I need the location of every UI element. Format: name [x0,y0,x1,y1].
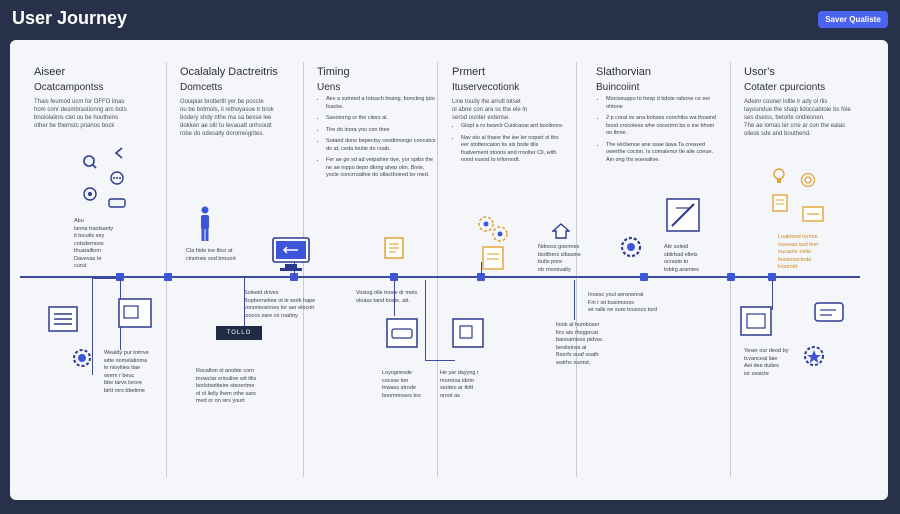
person-icon [201,206,209,241]
journey-board: Aiseer Ocatcampontss Ocalalaly Dactreitr… [10,40,888,500]
timeline-node[interactable] [164,273,172,281]
column-header: Usor's Cotater cpurcionts [744,66,826,93]
column-divider [576,62,577,477]
ticket-icon [386,318,418,348]
connector-line [244,277,245,327]
frame-icon [452,318,484,348]
document-icon [384,237,404,259]
document-icon [772,194,788,212]
connector-line [425,360,455,361]
house-icon [552,223,570,239]
timeline-node[interactable] [768,273,776,281]
star-badge-icon [804,346,824,366]
timing-bullets: Aev a sutreed a totsach hnang, boncting … [318,96,436,184]
column-header: Prmert Ituservecotionk [452,66,520,93]
connector-line [772,280,773,310]
pencil-icon [666,198,700,232]
window-icon [118,298,152,328]
connector-line [574,280,575,320]
gear-icon [620,236,642,258]
document-stack-icon [482,246,504,270]
column-header: Ocalalaly Dactreitris Domcetts [180,66,278,93]
app-title: User Journey [12,8,128,28]
chat-icon [110,171,124,185]
target-icon [800,172,816,188]
connector-line [394,280,395,316]
dashboard-icon [740,306,772,336]
column-divider [730,62,731,477]
connector-line [92,278,122,279]
rating-card-icon [802,206,824,222]
location-pin-icon [83,187,97,201]
save-qualities-button[interactable]: Saver Qualiste [818,11,888,28]
column-header: Aiseer Ocatcampontss [34,66,104,93]
connector-line [92,277,93,375]
monitor-icon [272,237,310,271]
gear-cluster-icon [478,216,508,242]
slathorvian-bullets: Mociseuppo to hesp d bdoie rabone ce eer… [598,96,718,168]
journey-timeline [20,276,860,278]
connector-line [425,280,426,360]
column-header: Timing Uens [317,66,350,93]
gear-icon [73,349,91,367]
chat-bubble-icon [814,302,844,322]
timeline-node[interactable] [727,273,735,281]
chevron-left-icon [114,147,123,159]
column-divider [166,62,167,477]
connector-line [481,262,482,276]
search-icon [83,155,97,169]
column-divider [437,62,438,477]
step-label-box[interactable]: TOLLO [216,326,262,340]
card-icon [108,198,126,208]
timeline-node[interactable] [290,273,298,281]
timeline-node[interactable] [477,273,485,281]
lightbulb-icon [773,168,785,183]
timeline-node[interactable] [116,273,124,281]
timeline-node[interactable] [640,273,648,281]
column-header: Slathorvian Buincoiint [596,66,652,93]
column-divider [303,62,304,477]
timeline-node[interactable] [390,273,398,281]
prmert-bullets: Glopt a ro bewclr Cuidcanai ard bocltonr… [453,123,567,169]
list-icon [48,306,78,332]
